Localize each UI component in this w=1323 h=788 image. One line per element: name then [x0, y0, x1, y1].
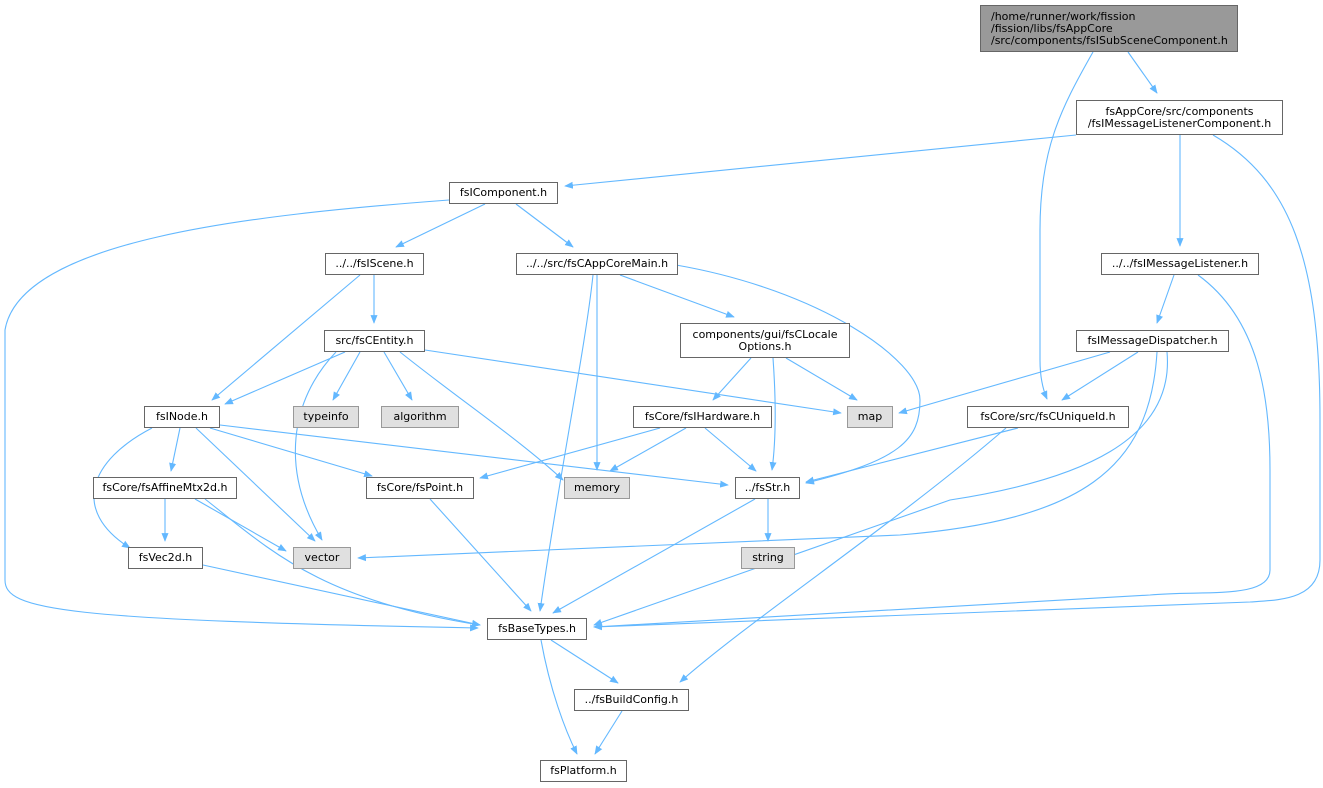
edge-hardware-to-point	[479, 427, 661, 480]
edge-basetypes-to-platform	[540, 639, 578, 755]
edge-entity-to-algorithm	[383, 351, 413, 401]
edge-uniqueid-to-str	[805, 427, 1019, 484]
algorithm-node[interactable]: algorithm	[381, 406, 459, 428]
edge-dispatcher-to-vector	[357, 351, 1158, 562]
edge-entity-to-typeinfo	[332, 351, 361, 401]
vector-node[interactable]: vector	[293, 547, 351, 569]
edge-appcoremain-to-str	[675, 264, 921, 485]
edge-affine-to-vector	[194, 498, 287, 552]
edge-component-to-basetypes	[4, 199, 479, 632]
edge-dispatcher-to-basetypes	[593, 351, 1168, 626]
scene-node[interactable]: ../../fsIScene.h	[325, 253, 424, 275]
edge-entity-to-memory	[399, 351, 564, 481]
edge-locale-to-hardware	[712, 357, 752, 401]
edge-mlc-to-component	[564, 134, 1077, 189]
edge-fsinode-to-affine	[169, 427, 181, 472]
unique-id-node[interactable]: fsCore/src/fsCUniqueId.h	[967, 406, 1129, 428]
map-node[interactable]: map	[847, 406, 893, 428]
string-node[interactable]: string	[741, 547, 795, 569]
message-listener-node[interactable]: ../../fsIMessageListener.h	[1101, 253, 1259, 275]
str-node[interactable]: ../fsStr.h	[735, 477, 800, 499]
platform-node[interactable]: fsPlatform.h	[540, 760, 627, 782]
memory-node[interactable]: memory	[564, 477, 630, 499]
base-types-node[interactable]: fsBaseTypes.h	[487, 618, 587, 640]
edge-str-to-basetypes	[552, 498, 756, 614]
edge-root-to-uniqueid	[1039, 51, 1094, 400]
edge-component-to-appcoremain	[515, 203, 574, 248]
vec2d-node[interactable]: fsVec2d.h	[128, 547, 203, 569]
edge-fsinode-to-vector	[195, 427, 316, 542]
edge-vec2d-to-basetypes	[202, 564, 481, 627]
app-core-main-node[interactable]: ../../src/fsCAppCoreMain.h	[516, 253, 678, 275]
edge-basetypes-to-buildconfig	[550, 639, 619, 684]
edge-dispatcher-to-map	[898, 351, 1111, 415]
edge-component-to-scene	[395, 203, 486, 248]
edge-uniqueid-to-buildconfig	[679, 427, 1007, 683]
edge-affine-to-basetypes	[204, 498, 481, 628]
edge-point-to-basetypes	[429, 498, 532, 612]
edge-mlc-to-basetypes	[593, 134, 1321, 631]
point-node[interactable]: fsCore/fsPoint.h	[366, 477, 474, 499]
edge-locale-to-map	[785, 357, 858, 401]
fsinode-node[interactable]: fsINode.h	[144, 406, 220, 428]
component-node[interactable]: fsIComponent.h	[449, 182, 558, 204]
edge-root-to-mlc	[1127, 51, 1158, 94]
edge-dispatcher-to-uniqueid	[1061, 351, 1139, 401]
entity-node[interactable]: src/fsCEntity.h	[324, 330, 425, 352]
build-config-node[interactable]: ../fsBuildConfig.h	[574, 689, 689, 711]
edge-fsinode-to-str	[219, 424, 729, 488]
root-file-node[interactable]: /home/runner/work/fission /fission/libs/…	[980, 5, 1238, 52]
locale-options-node[interactable]: components/gui/fsCLocale Options.h	[680, 323, 850, 358]
message-dispatcher-node[interactable]: fsIMessageDispatcher.h	[1076, 330, 1229, 352]
edge-entity-to-vector	[294, 351, 337, 541]
typeinfo-node[interactable]: typeinfo	[293, 406, 359, 428]
edge-scene-to-fsinode	[211, 274, 361, 401]
edge-appcoremain-to-basetypes	[537, 274, 594, 612]
edge-entity-to-fsinode	[224, 351, 346, 405]
edge-locale-to-str	[769, 357, 777, 471]
hardware-node[interactable]: fsCore/fsIHardware.h	[633, 406, 772, 428]
edge-buildconfig-to-platform	[594, 710, 623, 755]
edge-entity-to-map	[424, 349, 842, 416]
edge-msglistener-to-basetypes	[593, 274, 1271, 631]
edge-msglistener-to-dispatcher	[1156, 274, 1175, 324]
edge-appcoremain-to-locale	[619, 274, 735, 318]
edge-fsinode-to-point	[209, 427, 373, 478]
edge-hardware-to-str	[704, 427, 757, 472]
message-listener-component-node[interactable]: fsAppCore/src/components /fsIMessageList…	[1076, 100, 1283, 135]
edge-hardware-to-memory	[609, 427, 687, 472]
affine-matrix-node[interactable]: fsCore/fsAffineMtx2d.h	[93, 477, 237, 499]
